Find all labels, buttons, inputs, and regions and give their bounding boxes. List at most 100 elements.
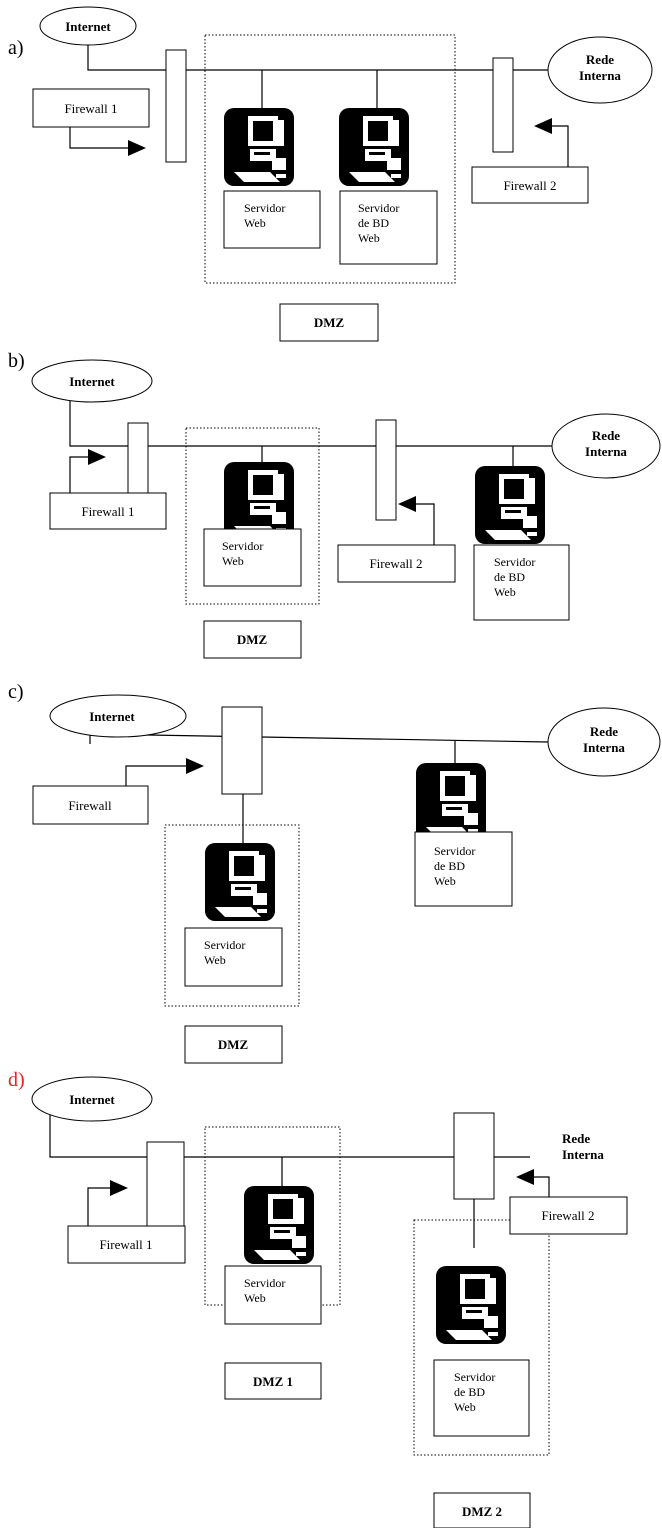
panel-a: a) Internet Rede Interna Firewall 1 Fire… bbox=[8, 6, 653, 342]
svg-text:DMZ 1: DMZ 1 bbox=[253, 1374, 293, 1389]
arrow-icon bbox=[87, 1180, 128, 1226]
internet-cloud: Internet bbox=[31, 1076, 153, 1122]
svg-text:Servidor: Servidor bbox=[204, 938, 245, 952]
panel-label-c: c) bbox=[8, 681, 24, 703]
dmz-zone bbox=[185, 427, 320, 605]
firewall-device bbox=[165, 49, 187, 163]
svg-text:Servidor: Servidor bbox=[244, 1276, 285, 1290]
panel-d: d) Internet Rede Interna Firewall 1 Fire… bbox=[8, 1069, 628, 1528]
computer-icon bbox=[436, 1266, 506, 1344]
svg-text:Servidor: Servidor bbox=[494, 555, 535, 569]
svg-text:Servidor: Servidor bbox=[244, 201, 285, 215]
svg-text:DMZ: DMZ bbox=[218, 1037, 249, 1052]
svg-text:DMZ 2: DMZ 2 bbox=[462, 1504, 502, 1519]
svg-text:Firewall: Firewall bbox=[68, 798, 112, 813]
arrow-icon bbox=[69, 449, 106, 493]
panel-b: b) Internet Rede Interna Firewall 1 Fire… bbox=[8, 350, 661, 659]
network-line-b bbox=[69, 394, 560, 447]
servidor-bd-box: Servidor de BD Web bbox=[433, 1359, 530, 1437]
dmz-label: DMZ bbox=[184, 1025, 283, 1064]
firewall-label-box: Firewall 2 bbox=[509, 1196, 628, 1235]
svg-text:Firewall 1: Firewall 1 bbox=[81, 504, 134, 519]
svg-text:Servidor: Servidor bbox=[222, 539, 263, 553]
network-line-c bbox=[89, 733, 549, 743]
computer-icon bbox=[224, 462, 294, 540]
network-line-d bbox=[49, 1112, 530, 1158]
firewall-device bbox=[375, 419, 397, 521]
arrow-icon bbox=[398, 496, 435, 545]
svg-text:de BD: de BD bbox=[358, 216, 389, 230]
svg-text:Firewall 1: Firewall 1 bbox=[64, 101, 117, 116]
arrow-icon bbox=[125, 758, 204, 786]
arrow-icon bbox=[534, 118, 569, 167]
dmz-zone bbox=[204, 34, 456, 284]
svg-text:Interna: Interna bbox=[583, 740, 625, 755]
svg-text:de BD: de BD bbox=[494, 570, 525, 584]
firewall-label-box: Firewall 1 bbox=[32, 88, 150, 128]
arrow-icon bbox=[69, 127, 146, 156]
svg-text:Servidor: Servidor bbox=[434, 844, 475, 858]
computer-icon bbox=[205, 843, 275, 921]
servidor-bd-box: Servidor de BD Web bbox=[339, 190, 438, 265]
dmz-zone-1 bbox=[204, 1126, 341, 1306]
rede-interna-cloud: Rede Interna bbox=[547, 707, 661, 777]
firewall-device bbox=[221, 706, 263, 795]
panel-label-a: a) bbox=[8, 37, 24, 59]
svg-text:Interna: Interna bbox=[579, 68, 621, 83]
svg-text:de BD: de BD bbox=[434, 859, 465, 873]
dmz-label: DMZ bbox=[203, 620, 302, 659]
firewall-label-box: Firewall bbox=[32, 785, 149, 825]
svg-text:Web: Web bbox=[434, 874, 456, 888]
svg-text:Web: Web bbox=[454, 1400, 476, 1414]
svg-text:Rede: Rede bbox=[586, 52, 614, 67]
svg-text:Firewall 2: Firewall 2 bbox=[369, 556, 422, 571]
dmz-zone-2 bbox=[413, 1219, 550, 1456]
computer-icon bbox=[339, 108, 409, 186]
svg-text:Servidor: Servidor bbox=[454, 1370, 495, 1384]
svg-text:Internet: Internet bbox=[65, 19, 111, 34]
servidor-web-box: Servidor Web bbox=[184, 927, 283, 987]
firewall-label-box: Firewall 2 bbox=[471, 166, 589, 204]
svg-text:Web: Web bbox=[204, 953, 226, 967]
servidor-bd-box: Servidor de BD Web bbox=[414, 831, 513, 907]
svg-text:DMZ: DMZ bbox=[314, 315, 345, 330]
firewall-label-box: Firewall 2 bbox=[337, 544, 456, 583]
servidor-web-box: Servidor Web bbox=[203, 528, 302, 587]
firewall-label-box: Firewall 1 bbox=[49, 492, 167, 530]
svg-text:Web: Web bbox=[244, 216, 266, 230]
svg-text:Web: Web bbox=[494, 585, 516, 599]
svg-text:Rede: Rede bbox=[592, 428, 620, 443]
rede-interna-label: Rede Interna bbox=[562, 1131, 604, 1162]
svg-text:Servidor: Servidor bbox=[358, 201, 399, 215]
svg-text:Web: Web bbox=[244, 1291, 266, 1305]
internet-cloud: Internet bbox=[39, 6, 137, 46]
firewall-label-box: Firewall 1 bbox=[67, 1225, 186, 1264]
firewall-device bbox=[492, 57, 514, 153]
svg-text:Interna: Interna bbox=[562, 1147, 604, 1162]
dmz-label: DMZ bbox=[279, 303, 379, 342]
svg-text:Firewall 2: Firewall 2 bbox=[503, 178, 556, 193]
firewall-device bbox=[146, 1141, 185, 1230]
svg-text:Web: Web bbox=[222, 554, 244, 568]
rede-interna-cloud: Rede Interna bbox=[547, 36, 653, 104]
computer-icon bbox=[416, 763, 486, 841]
firewall-device bbox=[127, 422, 149, 494]
firewall-device bbox=[453, 1112, 495, 1200]
internet-cloud: Internet bbox=[49, 694, 187, 738]
computer-icon bbox=[224, 108, 294, 186]
svg-text:DMZ: DMZ bbox=[237, 632, 268, 647]
svg-text:Rede: Rede bbox=[590, 724, 618, 739]
svg-text:Interna: Interna bbox=[585, 444, 627, 459]
dmz-zone bbox=[164, 824, 300, 1007]
computer-icon bbox=[475, 466, 545, 544]
svg-text:Internet: Internet bbox=[89, 709, 135, 724]
panel-label-b: b) bbox=[8, 350, 25, 372]
svg-text:Web: Web bbox=[358, 231, 380, 245]
svg-text:Firewall 1: Firewall 1 bbox=[99, 1237, 152, 1252]
dmz2-label: DMZ 2 bbox=[433, 1492, 531, 1528]
servidor-web-box: Servidor Web bbox=[223, 190, 321, 249]
arrow-icon bbox=[516, 1169, 550, 1197]
internet-cloud: Internet bbox=[31, 359, 153, 403]
svg-text:Internet: Internet bbox=[69, 374, 115, 389]
